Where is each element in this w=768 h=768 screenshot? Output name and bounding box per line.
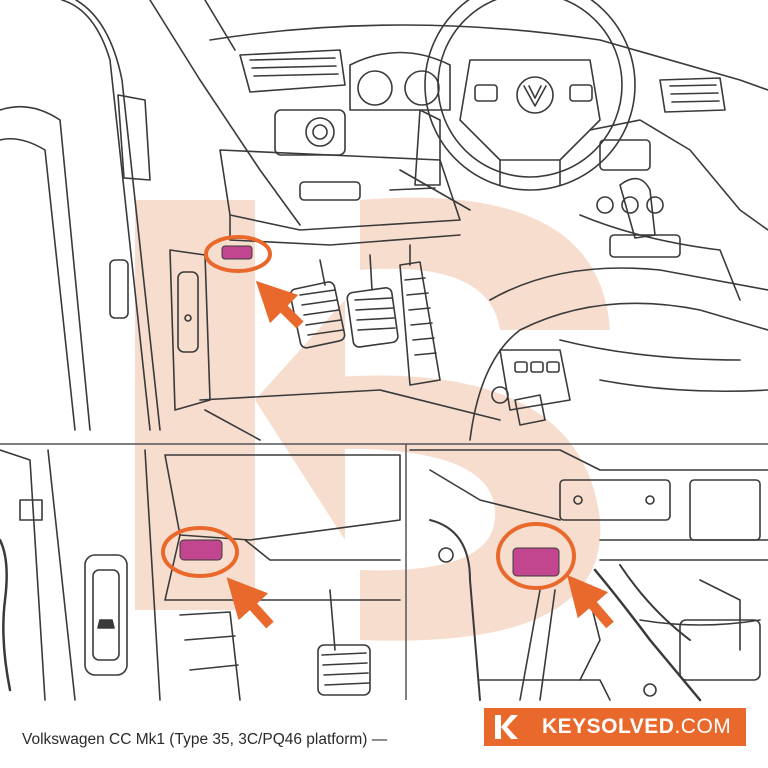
obd-port-highlight-right: [496, 522, 614, 629]
top-panel: [0, 0, 768, 441]
arrow-icon: [255, 280, 304, 329]
car-door-icon: [97, 619, 115, 629]
arrow-icon: [566, 574, 614, 629]
caption-text: Volkswagen CC Mk1 (Type 35, 3C/PQ46 plat…: [22, 731, 388, 748]
arrow-icon: [226, 577, 274, 629]
obd-port-icon: [179, 539, 223, 561]
bottom-right-panel: [409, 449, 768, 702]
obd-port-highlight-left: [161, 526, 274, 629]
obd-port-icon: [512, 547, 560, 577]
obd-port-highlight-top: [204, 235, 304, 329]
brand-banner[interactable]: KEYSOLVED.COM: [484, 708, 746, 746]
obd-port-icon: [221, 245, 253, 260]
ks-logo-icon: [495, 715, 518, 739]
brand-name: KEYSOLVED.COM: [542, 715, 732, 738]
bottom-left-panel: [0, 449, 401, 701]
